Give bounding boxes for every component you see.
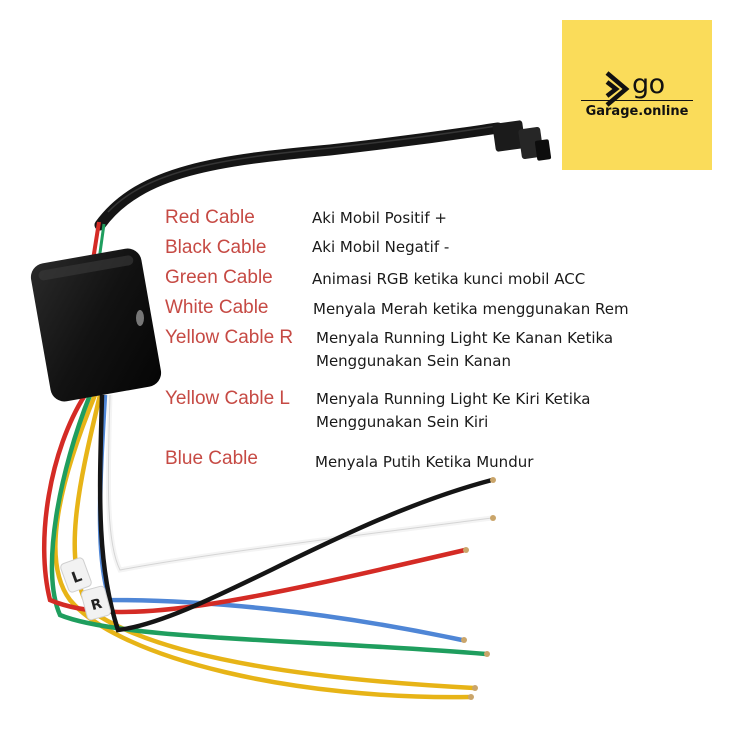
brand-name: Garage.online [562,100,712,120]
legend-desc-green: Animasi RGB ketika kunci mobil ACC [312,270,586,288]
wire-green [49,394,487,657]
wire-black [97,394,493,633]
legend-label-yellow-r: Yellow Cable R [165,327,294,348]
cable-tag-r: R [80,585,112,621]
wire-tip [490,477,496,483]
legend-desc-yellow-r-line1: Menyala Running Light Ke Kanan Ketika [316,329,614,347]
wire-tip [484,651,490,657]
brand-rule [581,100,693,101]
cable-tag-l: L [60,557,92,593]
wire-tip [490,515,496,521]
legend-desc-yellow-l-line1: Menyala Running Light Ke Kiri Ketika [316,390,591,408]
legend-label-red: Red Cable [165,207,255,228]
legend-desc-yellow-l-line2: Menggunakan Sein Kiri [316,413,489,431]
wire-red [41,393,466,615]
connector-plug [492,120,552,161]
legend-label-white: White Cable [165,297,269,318]
wire-tip [472,685,478,691]
legend-desc-yellow-r-line2: Menggunakan Sein Kanan [316,352,511,370]
legend-label-blue: Blue Cable [165,448,258,469]
legend-label-green: Green Cable [165,267,273,288]
legend-desc-black: Aki Mobil Negatif - [312,238,450,256]
cable-tag-r-text: R [89,596,104,614]
wire-tip [463,547,469,553]
wire-yellow-r [72,394,475,691]
legend-desc-red: Aki Mobil Positif + [312,209,447,227]
wire-tip [461,637,467,643]
legend-label-yellow-l: Yellow Cable L [165,388,290,409]
brand-badge: go Garage.online [562,20,712,170]
output-wires [41,393,496,700]
main-power-cable-highlight [107,125,497,213]
wire-tip [468,694,474,700]
logo-text: go [632,69,665,100]
legend-label-black: Black Cable [165,237,267,258]
brand-name-text: Garage.online [585,104,689,119]
main-power-cable [94,122,504,231]
legend-desc-blue: Menyala Putih Ketika Mundur [315,453,534,471]
controller-module [30,248,162,402]
input-wire-red [91,221,101,261]
legend-desc-white: Menyala Merah ketika menggunakan Rem [313,300,629,318]
module-indicator [136,310,144,326]
play-arrow-icon [605,71,630,107]
